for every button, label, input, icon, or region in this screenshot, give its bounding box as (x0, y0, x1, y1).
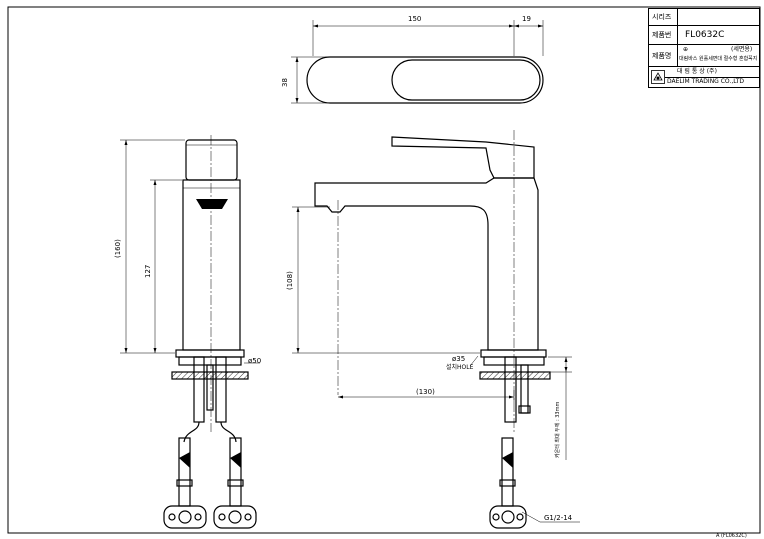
front-hose-pipe-left (178, 437, 191, 507)
side-pipe (504, 356, 517, 423)
title-row-series: 시리즈 (649, 9, 759, 26)
top-view-handle (391, 59, 541, 101)
product-name-label: 제품명 (652, 52, 672, 60)
front-base-nut (178, 356, 242, 366)
front-hose-marker-right (230, 452, 241, 468)
footer-note: A (FL0632C) (716, 533, 747, 539)
front-hose-left (183, 421, 200, 443)
dim-counter-thickness: 카운터 최대 두께 : 33mm (555, 401, 561, 458)
top-view (306, 56, 544, 104)
company-en: DAELIM TRADING CO.,LTD (667, 78, 745, 85)
front-hose-marker-left (179, 452, 190, 468)
product-name-usage: (세면용) (731, 46, 753, 53)
series-label: 시리즈 (652, 13, 672, 21)
company-kr: 대 림 통 상 (주) (677, 68, 717, 75)
side-body-spout (314, 177, 539, 351)
front-stud (206, 364, 214, 411)
side-view (314, 136, 551, 529)
front-aerator (196, 199, 228, 209)
dim-top-width: 150 (408, 15, 422, 23)
front-hose-pipe-right (229, 437, 242, 507)
side-hose-nut (489, 505, 527, 529)
dim-arrows (124, 24, 568, 399)
top-view-dims (291, 20, 544, 104)
top-view-outline (306, 56, 544, 104)
dim-hole-label: 설치HOLE (446, 364, 474, 371)
product-name-desc: 대림바스 원홀세면대 절수형 혼합꼭지 (679, 56, 758, 62)
dim-body-height: 127 (144, 264, 152, 278)
side-washer (479, 371, 551, 380)
front-washer (171, 371, 249, 380)
title-row-product-no: 제품번 FL0632C (649, 26, 759, 45)
front-view-dims (120, 139, 260, 364)
side-view-dims (292, 206, 580, 523)
product-no-label: 제품번 (652, 31, 672, 39)
front-pipe-right (215, 356, 227, 423)
side-lever (391, 136, 535, 179)
side-base-plate (480, 349, 547, 358)
dim-top-extra: 19 (522, 15, 531, 23)
front-handle (185, 139, 238, 181)
side-hose-pipe (501, 437, 514, 507)
dim-thread: G1/2-14 (544, 514, 573, 522)
title-row-company: 대 림 통 상 (주) DAELIM TRADING CO.,LTD (649, 67, 759, 87)
title-block: 시리즈 제품번 FL0632C 제품명 ⊕ (세면용) 대림바스 원홀세면대 절… (648, 8, 760, 88)
front-base-plate (175, 349, 245, 358)
front-hose-right (220, 421, 237, 443)
dim-top-height: 38 (281, 78, 289, 87)
company-logo-icon (651, 70, 665, 84)
dim-total-height: (160) (114, 239, 122, 258)
dim-base-dia: ø50 (248, 357, 262, 365)
front-pipe-left (193, 356, 205, 423)
front-hose-nut-left (163, 505, 207, 529)
sheet-border (7, 6, 761, 534)
dim-spout-height: (108) (286, 271, 294, 290)
dim-reach: (130) (416, 388, 435, 396)
front-view (163, 139, 257, 529)
dim-hole-dia: ø35 (452, 355, 466, 363)
product-no-value: FL0632C (685, 30, 725, 40)
front-hose-nut-right (213, 505, 257, 529)
title-row-product-name: 제품명 ⊕ (세면용) 대림바스 원홀세면대 절수형 혼합꼭지 (649, 45, 759, 67)
product-name-mark: ⊕ (683, 46, 689, 53)
